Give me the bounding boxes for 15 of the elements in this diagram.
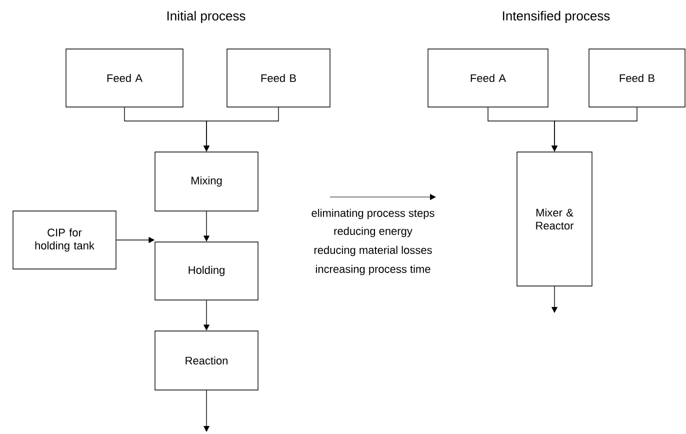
heading: Intensified process (503, 10, 610, 24)
process-box: Feed B (588, 48, 686, 108)
heading: Initial process (167, 10, 246, 24)
process-box: Feed A (66, 48, 184, 108)
process-box: CIP for holding tank (12, 210, 116, 270)
process-box: Mixer & Reactor (516, 152, 592, 286)
note-text: eliminating process steps (312, 208, 434, 220)
process-box: Holding (154, 242, 258, 300)
note-text: reducing material losses (314, 246, 432, 256)
note-text: reducing energy (334, 226, 412, 238)
process-box: Feed A (428, 48, 548, 108)
process-box: Feed B (226, 48, 330, 108)
note-text: increasing process time (316, 264, 430, 276)
process-box: Reaction (154, 330, 258, 390)
process-box: Mixing (154, 152, 258, 212)
